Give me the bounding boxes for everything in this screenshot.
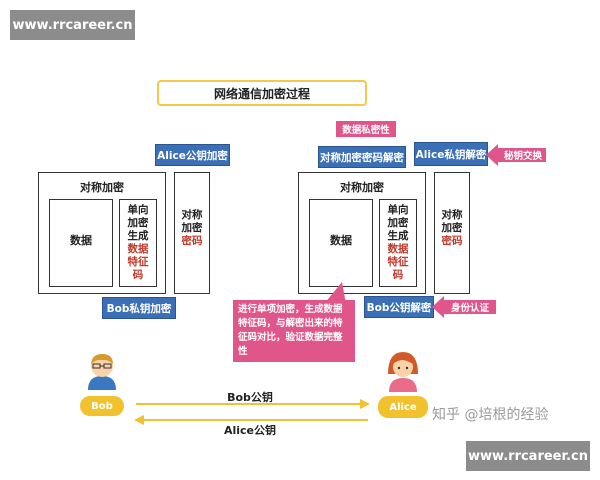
alice-public-encrypt-label: Alice公钥加密: [155, 144, 230, 166]
right-signature-code: 数据 特征 码: [387, 243, 409, 281]
bob-public-decrypt-label: Bob公钥解密: [364, 296, 434, 318]
left-symmetric-key-text: 对称 加密: [181, 209, 203, 234]
right-symmetric-key-box: 对称 加密 密码: [434, 172, 470, 294]
key-exchange-label: 秘钥交换: [503, 151, 542, 162]
right-symmetric-key-password: 密码: [441, 235, 463, 247]
diagram-title: 网络通信加密过程: [157, 80, 367, 106]
left-symmetric-key-password: 密码: [181, 235, 203, 247]
alice-public-key-label: Alice公钥: [223, 424, 277, 437]
right-signature-text: 单向 加密 生成: [387, 204, 409, 242]
bob-public-key-label: Bob公钥: [227, 391, 273, 404]
left-symmetric-title: 对称加密: [80, 181, 124, 194]
right-symmetric-key-text: 对称 加密: [441, 209, 463, 234]
identity-arrow: [432, 296, 496, 318]
alice-label: Alice: [378, 396, 428, 418]
alice-private-decrypt-label: Alice私钥解密: [414, 142, 488, 166]
left-signature-text: 单向 加密 生成: [127, 204, 149, 242]
right-signature-box: 单向 加密 生成 数据 特征 码: [379, 199, 417, 287]
bob-label: Bob: [80, 396, 124, 416]
alice-avatar-icon: [388, 352, 418, 392]
left-symmetric-key-box: 对称 加密 密码: [174, 172, 210, 294]
verify-callout-pointer: [324, 282, 346, 304]
public-key-exchange-arrows: [134, 399, 370, 425]
right-data-label: 数据: [330, 234, 352, 247]
bob-private-encrypt-label: Bob私钥加密: [102, 297, 176, 319]
key-exchange-arrow: [486, 144, 546, 166]
bob-avatar-icon: [88, 354, 116, 390]
symmetric-decrypt-label: 对称加密密码解密: [318, 146, 406, 168]
watermark-bottom: www.rrcareer.cn: [466, 441, 590, 471]
left-signature-box: 单向 加密 生成 数据 特征 码: [119, 199, 157, 287]
watermark-top: www.rrcareer.cn: [10, 10, 135, 40]
zhihu-watermark: 知乎 @培根的经验: [432, 407, 549, 423]
verify-integrity-note: 进行单项加密，生成数据特征码，与解密出来的特征码对比，验证数据完整性: [233, 300, 355, 362]
identity-label: 身份认证: [450, 303, 489, 314]
data-privacy-label: 数据私密性: [336, 121, 396, 137]
right-data-box: 数据: [309, 199, 373, 287]
left-data-label: 数据: [70, 234, 92, 247]
left-signature-code: 数据 特征 码: [127, 243, 149, 281]
left-data-box: 数据: [49, 199, 113, 287]
left-symmetric-box: 对称加密 数据 单向 加密 生成 数据 特征 码: [38, 172, 166, 294]
right-symmetric-box: 对称加密 数据 单向 加密 生成 数据 特征 码: [298, 172, 426, 294]
right-symmetric-title: 对称加密: [340, 181, 384, 194]
